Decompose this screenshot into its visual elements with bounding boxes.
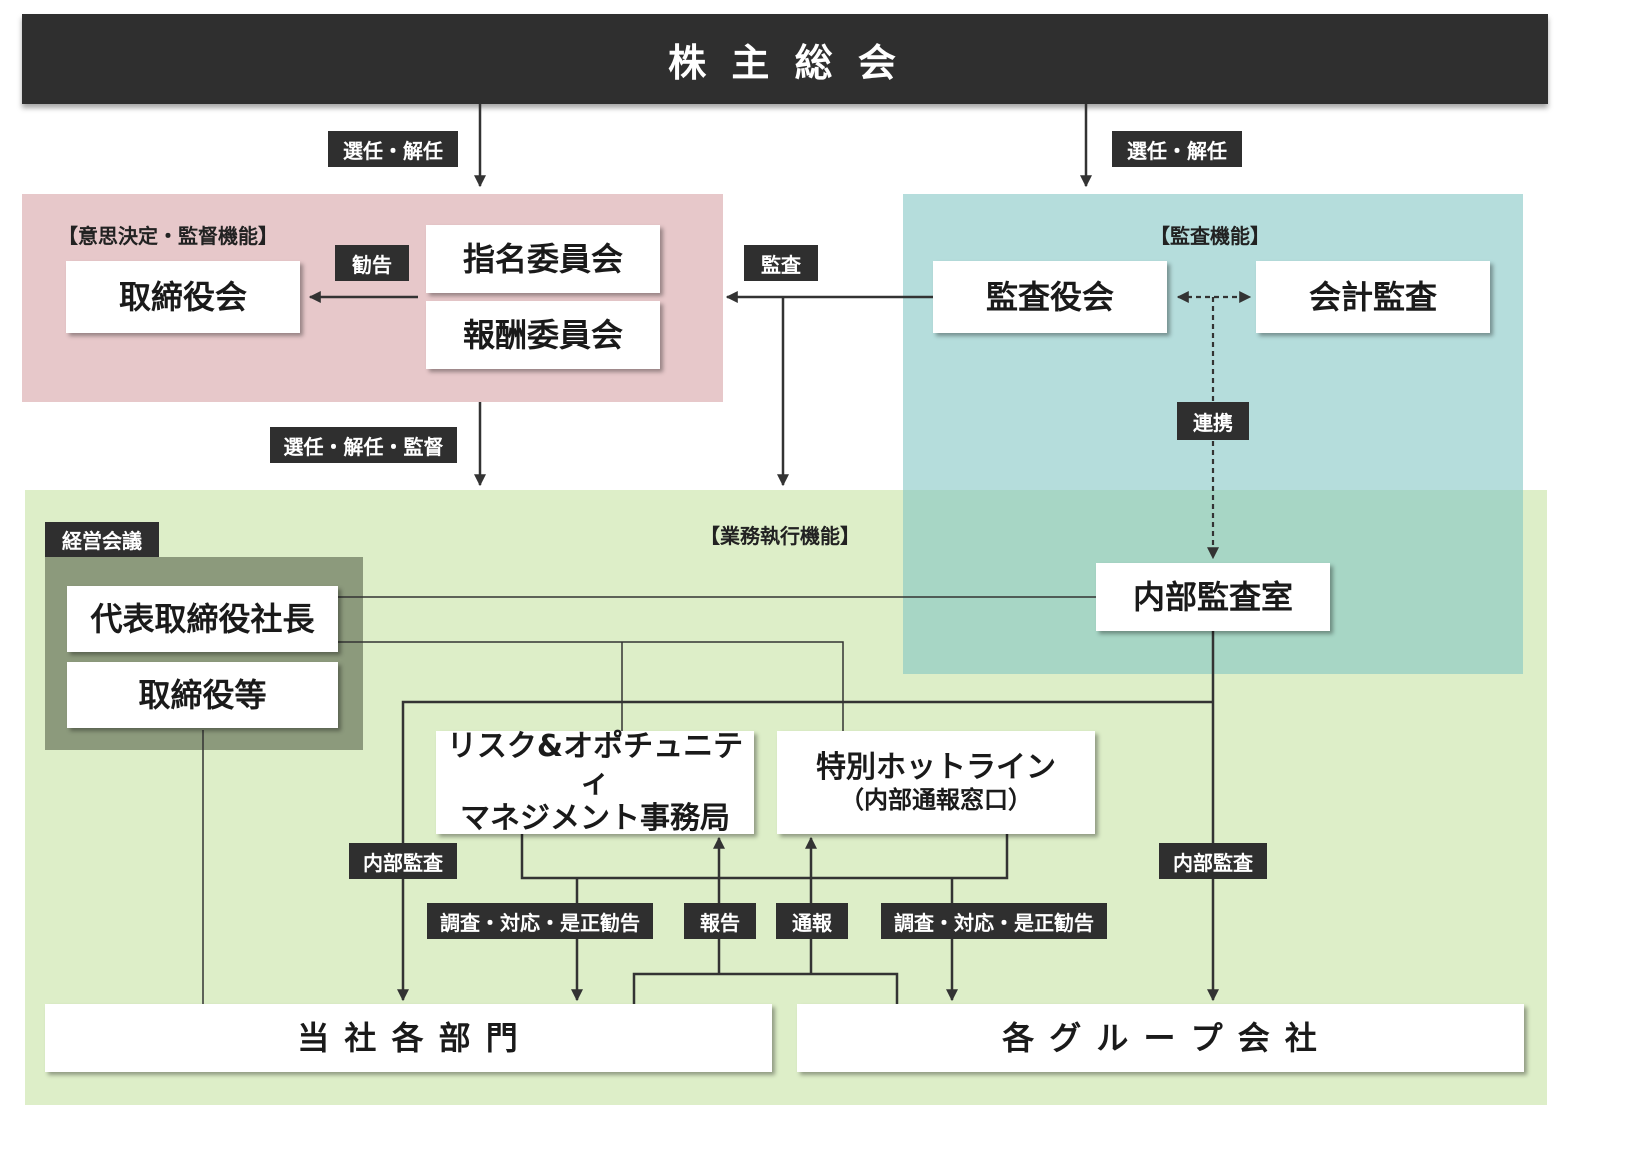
compensation-committee-label: 報酬委員会 (462, 315, 623, 354)
company-departments-label: 当 社 各 部 門 (297, 1018, 520, 1057)
tag-internal-audit-right: 内部監査 (1159, 843, 1267, 879)
directors-box: 取締役等 (67, 662, 338, 728)
tag-appoint-supervise: 選任・解任・監督 (270, 427, 457, 463)
special-hotline-box: 特別ホットライン （内部通報窓口） (777, 731, 1095, 834)
special-hotline-label-line2: （内部通報窓口） (840, 786, 1032, 815)
risk-opportunity-label-line2: マネジメント事務局 (460, 800, 730, 836)
compensation-committee-box: 報酬委員会 (426, 301, 660, 369)
internal-audit-office-label: 内部監査室 (1132, 577, 1293, 616)
risk-opportunity-label-line1: リスク&オポチュニティ (446, 728, 744, 800)
tag-investigate-left: 調査・対応・是正勧告 (427, 903, 653, 939)
line-report-bus (632, 972, 899, 1004)
special-hotline-label-line1: 特別ホットライン (816, 750, 1056, 786)
shareholders-meeting-title: 株 主 総 会 (668, 40, 902, 85)
accounting-audit-box: 会計監査 (1256, 261, 1490, 333)
line-investigation-bus (520, 834, 1009, 880)
accounting-audit-label: 会計監査 (1308, 277, 1437, 316)
execution-region-label: 【業務執行機能】 (700, 524, 860, 548)
risk-opportunity-office-box: リスク&オポチュニティ マネジメント事務局 (436, 728, 754, 836)
audit-board-label: 監査役会 (985, 277, 1114, 316)
group-companies-label: 各 グ ル ー プ 会 社 (1002, 1018, 1319, 1057)
group-companies-box: 各 グ ル ー プ 会 社 (797, 1004, 1524, 1072)
audit-region-label: 【監査機能】 (1150, 224, 1270, 248)
nomination-committee-label: 指名委員会 (462, 239, 623, 278)
line-president-committees (338, 641, 844, 731)
audit-board-box: 監査役会 (933, 261, 1167, 333)
tag-notify: 通報 (776, 903, 848, 939)
tag-investigate-right: 調査・対応・是正勧告 (881, 903, 1107, 939)
board-of-directors-box: 取締役会 (66, 261, 300, 333)
tag-audit: 監査 (744, 245, 818, 281)
president-box: 代表取締役社長 (67, 586, 338, 652)
tag-internal-audit-left: 内部監査 (349, 843, 457, 879)
arrow-internal-audit-departments (397, 700, 1213, 1002)
tag-recommend: 勧告 (335, 245, 409, 281)
tag-appoint-right: 選任・解任 (1112, 131, 1242, 167)
directors-label: 取締役等 (138, 675, 267, 714)
management-meeting-label: 経営会議 (45, 522, 159, 557)
internal-audit-office-box: 内部監査室 (1096, 563, 1330, 631)
tag-appoint-left: 選任・解任 (328, 131, 458, 167)
tag-cooperation: 連携 (1177, 402, 1249, 440)
nomination-committee-box: 指名委員会 (426, 225, 660, 293)
president-label: 代表取締役社長 (90, 599, 315, 638)
tag-report: 報告 (684, 903, 756, 939)
company-departments-box: 当 社 各 部 門 (45, 1004, 772, 1072)
supervision-region-label: 【意思決定・監督機能】 (58, 224, 278, 248)
shareholders-meeting-bar: 株 主 総 会 (22, 14, 1548, 104)
board-of-directors-label: 取締役会 (118, 277, 247, 316)
